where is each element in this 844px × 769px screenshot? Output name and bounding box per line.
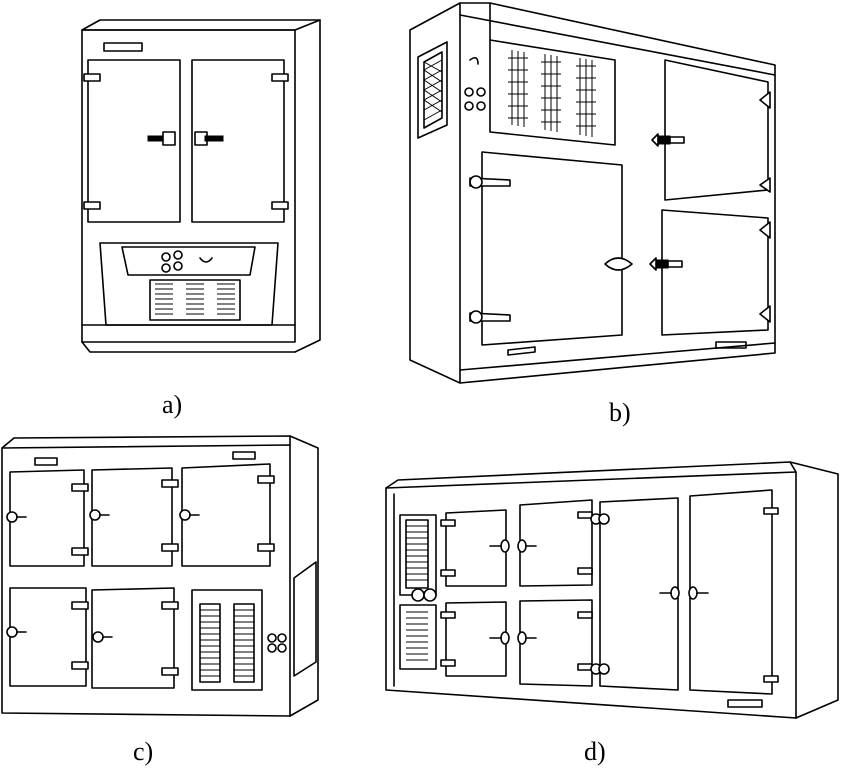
cabinet-c-nameplate-left [34,457,58,466]
cabinet-c-side-panel [293,561,317,677]
cabinet-c-latches [6,509,200,643]
cabinet-d-large-door-right [689,489,773,695]
cabinet-b-lower-right-door [661,209,769,336]
cabinet-a-latch-left [147,131,176,146]
cabinet-b-vent-panel [489,39,616,146]
cabinet-c-door-5 [91,587,175,689]
cabinet-d-machine-column [399,514,437,670]
cabinet-a-frame [81,29,296,343]
cabinet-a-side [294,19,321,353]
cabinet-c-door-2 [91,467,173,567]
cabinet-a-vent-grille [149,279,241,321]
cabinet-a-control-knobs [161,250,213,273]
cabinet-d [385,461,839,719]
cabinet-b-right-door-hinges [759,91,771,323]
cabinet-c-door-4 [9,587,87,687]
cabinet-c-machine-bay [191,589,263,691]
cabinet-b-right-door-latches [649,133,685,271]
caption-c: c) [133,737,153,766]
cabinet-b-control-knobs [464,56,486,111]
cabinet-b-upper-right-door [664,59,769,201]
cabinet-b [409,2,776,384]
cabinet-c-hinges [71,475,275,676]
cabinet-b-side-grille [417,41,448,139]
caption-d: d) [584,737,606,766]
cabinet-a [81,19,321,353]
cabinet-d-small-door-3 [445,601,507,677]
cabinet-d-small-door-2 [519,499,593,587]
cabinet-d-latches [489,539,709,645]
cabinet-d-large-door-left [599,497,679,691]
cabinet-c-control-knobs [267,633,287,653]
cabinet-b-bottom-plate [715,341,747,349]
cabinet-c [1,435,319,717]
cabinet-d-bottom-plate [727,699,763,708]
cabinet-c-door-3 [181,463,271,567]
cabinet-b-large-door-hinges [469,175,511,324]
cabinet-b-large-door [481,151,623,346]
cabinet-b-large-door-handle [604,257,633,271]
cabinet-b-floor-plate [507,346,536,356]
cabinet-a-hinges [83,73,289,210]
cabinet-c-door-1 [9,469,85,567]
cabinet-d-small-door-1 [445,509,507,587]
cabinet-d-small-door-4 [519,599,593,687]
cabinet-d-center-hinges [590,513,610,675]
cabinet-a-machine-bay [99,242,279,326]
cabinet-c-nameplate-right [232,451,256,460]
caption-b: b) [609,398,631,427]
caption-a: a) [162,390,182,419]
cabinet-a-latch-right [194,131,224,146]
cabinet-a-nameplate [103,42,143,52]
